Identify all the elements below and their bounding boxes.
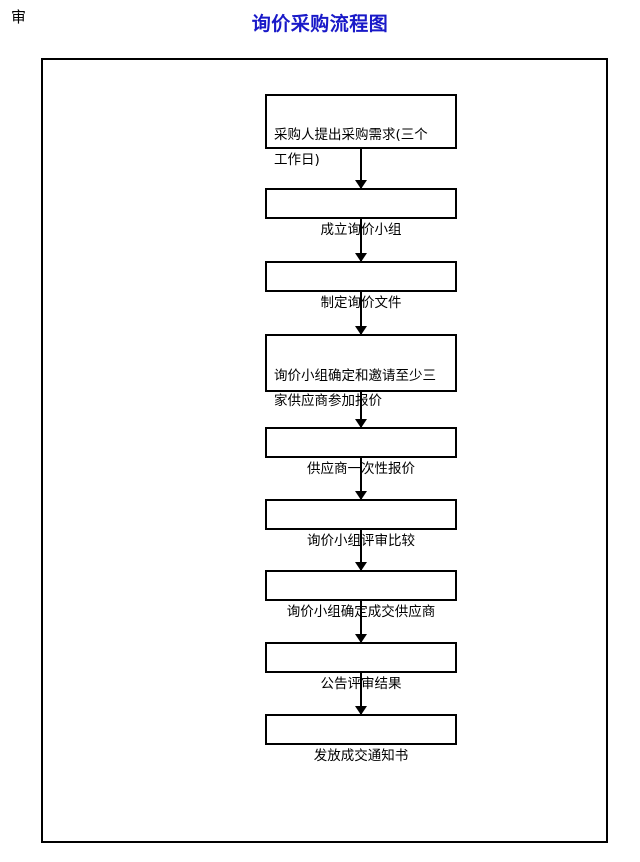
flow-node-8[interactable]: 公告评审结果	[265, 642, 457, 692]
corner-stray-character: 审	[11, 8, 27, 26]
flowchart-frame: 采购人提出采购需求(三个 工作日) 成立询价小组 制定询价文件 询价小组确定和邀…	[41, 58, 608, 843]
arrow-head-icon	[355, 419, 367, 428]
flow-arrow-1-to-2	[355, 149, 367, 189]
flow-node-1-label: 采购人提出采购需求(三个 工作日)	[274, 127, 428, 168]
flow-node-4-label: 询价小组确定和邀请至少三 家供应商参加报价	[274, 368, 436, 409]
flow-arrow-5-to-6	[355, 458, 367, 500]
flow-arrow-2-to-3	[355, 219, 367, 262]
arrow-head-icon	[355, 253, 367, 262]
flow-arrow-3-to-4	[355, 292, 367, 335]
flow-node-1[interactable]: 采购人提出采购需求(三个 工作日)	[265, 94, 457, 168]
flow-arrow-7-to-8	[355, 601, 367, 643]
arrow-head-icon	[355, 562, 367, 571]
flow-node-5[interactable]: 供应商一次性报价	[265, 427, 457, 477]
flow-node-3[interactable]: 制定询价文件	[265, 261, 457, 311]
arrow-head-icon	[355, 706, 367, 715]
flow-arrow-6-to-7	[355, 530, 367, 571]
arrow-head-icon	[355, 491, 367, 500]
flow-node-4[interactable]: 询价小组确定和邀请至少三 家供应商参加报价	[265, 334, 457, 409]
flow-arrow-8-to-9	[355, 673, 367, 715]
flow-node-6[interactable]: 询价小组评审比较	[265, 499, 457, 549]
flow-node-7[interactable]: 询价小组确定成交供应商	[265, 570, 457, 620]
flow-arrow-4-to-5	[355, 392, 367, 428]
flow-node-2[interactable]: 成立询价小组	[265, 188, 457, 238]
flow-node-9[interactable]: 发放成交通知书	[265, 714, 457, 764]
page-title: 询价采购流程图	[251, 13, 389, 35]
arrow-head-icon	[355, 634, 367, 643]
arrow-head-icon	[355, 180, 367, 189]
flow-node-9-label: 发放成交通知书	[313, 748, 409, 764]
arrow-head-icon	[355, 326, 367, 335]
